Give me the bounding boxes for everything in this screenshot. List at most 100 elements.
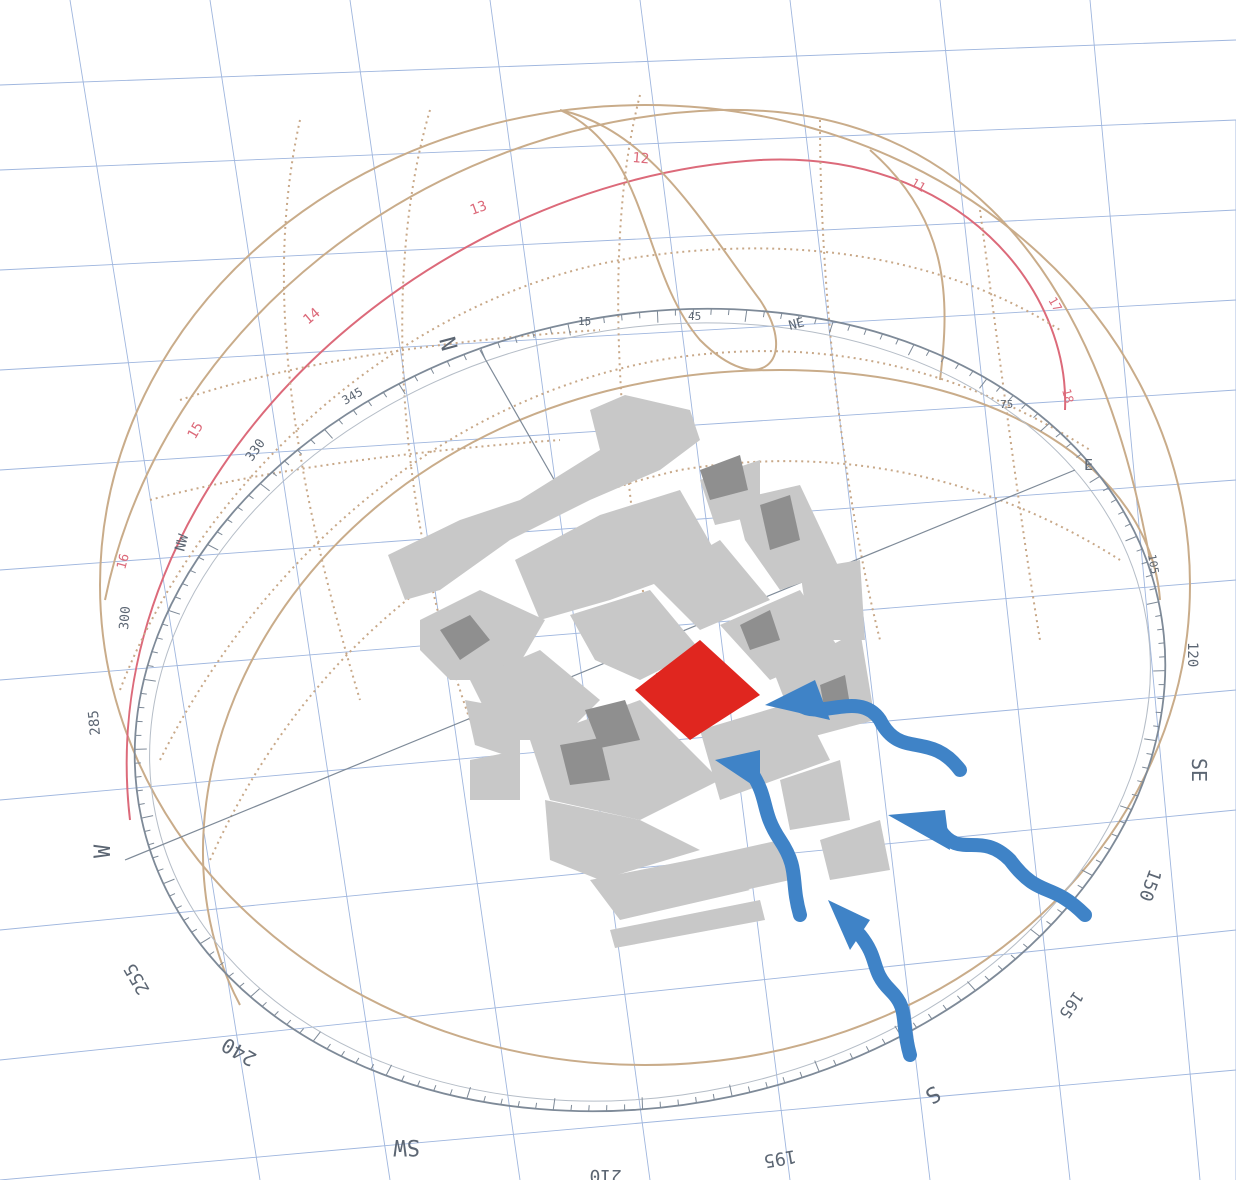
compass-tick: [339, 420, 343, 425]
grid-line: [0, 930, 1236, 1060]
north-south-axis: [480, 350, 560, 490]
compass-tick: [622, 314, 623, 320]
compass-tick: [450, 1089, 452, 1095]
compass-tick: [882, 1039, 885, 1044]
compass-tick: [190, 570, 196, 572]
compass-tick: [783, 1077, 785, 1083]
compass-tick: [1011, 955, 1015, 959]
compass-tick: [383, 392, 386, 397]
compass-tick: [170, 894, 175, 897]
compass-tick: [515, 337, 517, 343]
compass-tick: [386, 1065, 392, 1076]
compass-tick: [848, 325, 850, 331]
compass-tick: [728, 309, 729, 315]
compass-tick: [192, 929, 197, 932]
compass-deg-150: 150: [1134, 866, 1165, 904]
compass-tick: [227, 519, 232, 522]
compass-tick: [1120, 806, 1132, 810]
compass-deg-210: 210: [589, 1165, 622, 1180]
hour-label-13: 13: [468, 198, 489, 219]
compass-tick: [415, 376, 418, 381]
compass-tick: [1147, 754, 1153, 755]
compass-tick: [1126, 536, 1137, 541]
grid-line: [0, 40, 1236, 85]
compass-tick: [696, 1097, 697, 1103]
compass-tick: [464, 355, 467, 360]
compass-label-northwest: NW: [172, 532, 192, 553]
compass-tick: [327, 1044, 331, 1049]
compass-deg-255: 255: [120, 959, 154, 998]
grid-line: [210, 0, 390, 1180]
dotted-hour-line: [150, 440, 560, 500]
block-southeast-3: [820, 820, 890, 880]
compass-tick: [571, 1105, 572, 1111]
compass-tick: [1057, 910, 1062, 913]
compass-tick: [447, 361, 450, 366]
compass-tick: [300, 1029, 304, 1034]
compass-tick: [536, 1103, 537, 1109]
compass-tick: [998, 966, 1002, 970]
compass-tick: [896, 339, 899, 344]
compass-tick: [176, 906, 181, 909]
compass-tick: [1022, 404, 1026, 408]
compass-deg-105: 105: [1145, 553, 1161, 575]
compass-tick: [604, 317, 605, 323]
compass-tick: [229, 973, 234, 977]
compass-tick: [864, 329, 866, 335]
compass-tick: [141, 693, 147, 694]
compass-tick: [550, 328, 551, 334]
grid-line: [1090, 0, 1200, 1180]
compass-tick: [908, 345, 914, 356]
compass-tick: [251, 989, 260, 997]
compass-tick: [287, 1020, 291, 1025]
compass-deg-15: 15: [578, 315, 591, 328]
compass-tick: [967, 982, 975, 991]
compass-tick: [713, 1094, 714, 1100]
compass-tick: [834, 1060, 837, 1065]
hour-label-12: 12: [632, 150, 650, 167]
compass-label-east: E: [1084, 456, 1093, 474]
compass-tick: [957, 996, 961, 1001]
compass-tick: [1153, 726, 1159, 727]
compass-label-southeast: SE: [1187, 758, 1211, 782]
compass-tick: [148, 666, 154, 667]
hour-label-18: 18: [1059, 387, 1076, 405]
compass-label-west: W: [91, 844, 116, 858]
compass-tick: [184, 918, 189, 921]
compass-tick: [162, 624, 168, 626]
compass-tick: [434, 1085, 436, 1091]
compass-tick: [748, 1087, 749, 1093]
grid-line: [70, 0, 260, 1180]
compass-tick: [745, 310, 747, 322]
compass-deg-165: 165: [1055, 988, 1087, 1023]
compass-tick: [175, 597, 181, 599]
block-east-5: [800, 560, 865, 640]
hour-label-14: 14: [300, 305, 323, 328]
compass-tick: [913, 1023, 916, 1028]
compass-tick: [200, 937, 210, 943]
compass-tick: [1090, 476, 1100, 482]
compass-tick: [262, 1002, 266, 1006]
compass-tick: [163, 879, 174, 884]
compass-label-southwest: SW: [393, 1134, 420, 1159]
compass-tick: [325, 430, 333, 439]
compass-tick: [157, 638, 163, 640]
compass-tick: [1041, 423, 1050, 431]
compass-tick: [815, 318, 817, 324]
compass-tick: [356, 1058, 359, 1063]
compass-tick: [1023, 944, 1028, 948]
compass-tick: [1159, 643, 1165, 644]
compass-tick: [182, 584, 188, 586]
compass-tick: [145, 830, 151, 831]
compass-tick: [980, 379, 987, 389]
compass-tick: [238, 507, 243, 510]
compass-tick: [484, 1096, 486, 1102]
compass-tick: [217, 532, 222, 535]
compass-tick: [657, 311, 658, 323]
compass-tick: [711, 309, 712, 315]
compass-deg-75: 75: [1000, 398, 1013, 411]
compass-tick: [467, 1087, 471, 1099]
city-block-model: [388, 395, 890, 948]
compass-tick: [1112, 834, 1118, 836]
